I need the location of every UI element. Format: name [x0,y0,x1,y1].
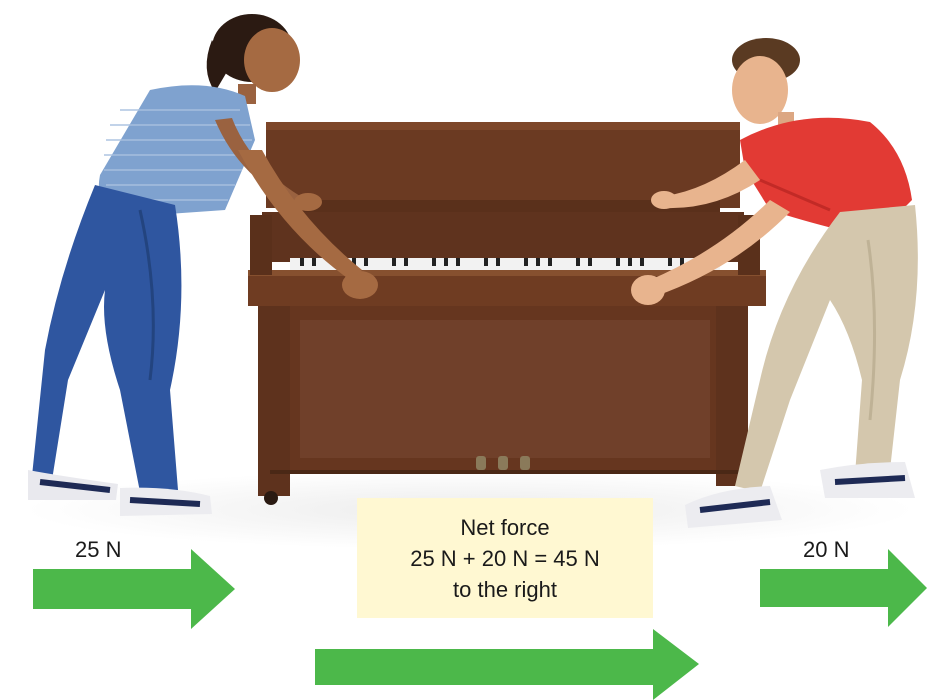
right-arrow-icon [315,629,699,700]
left-force-arrow [33,549,235,629]
piano-left-leg [258,306,290,496]
right-arrow-icon [33,549,235,629]
piano-pedal [498,456,508,470]
piano-pedal [476,456,486,470]
net-force-direction: to the right [453,574,557,605]
piano [248,122,766,505]
net-force-equation: 25 N + 20 N = 45 N [410,543,600,574]
net-force-title: Net force [460,512,549,543]
net-force-arrow [315,629,699,700]
piano-pedal [520,456,530,470]
right-arrow-icon [760,549,927,627]
net-force-box: Net force 25 N + 20 N = 45 N to the righ… [357,498,653,618]
right-force-arrow [760,549,927,627]
